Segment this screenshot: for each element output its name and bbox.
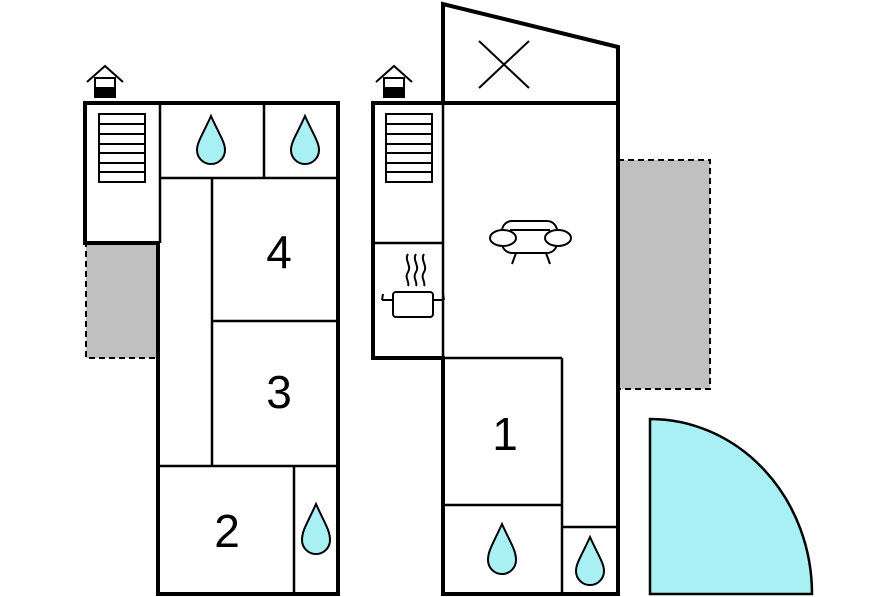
cross-icon [478, 40, 530, 89]
right-terrace [617, 159, 711, 390]
entrance-house-icon [375, 64, 413, 98]
left-terrace [85, 242, 159, 359]
room-label-4: 4 [266, 226, 292, 278]
room-label-2: 2 [214, 505, 240, 557]
left-floor: 4 3 2 [83, 64, 340, 596]
sofa-icon [489, 220, 572, 265]
swimming-pool [648, 417, 814, 596]
cooking-pot-icon [381, 253, 445, 318]
water-drop-icon [289, 113, 321, 165]
left-floor-outer-wall [83, 101, 340, 596]
stairs-icon [98, 113, 146, 183]
entrance-house-icon [86, 64, 124, 98]
room-label-1: 1 [492, 408, 518, 460]
right-floor: 1 [371, 1, 620, 596]
right-floor-outer-wall [371, 101, 620, 596]
water-drop-icon [574, 534, 606, 586]
water-drop-icon [300, 501, 332, 555]
water-drop-icon [486, 521, 518, 575]
open-void-outline [441, 1, 620, 103]
stairs-icon [385, 113, 433, 183]
water-drop-icon [195, 113, 227, 165]
room-label-3: 3 [266, 366, 292, 418]
